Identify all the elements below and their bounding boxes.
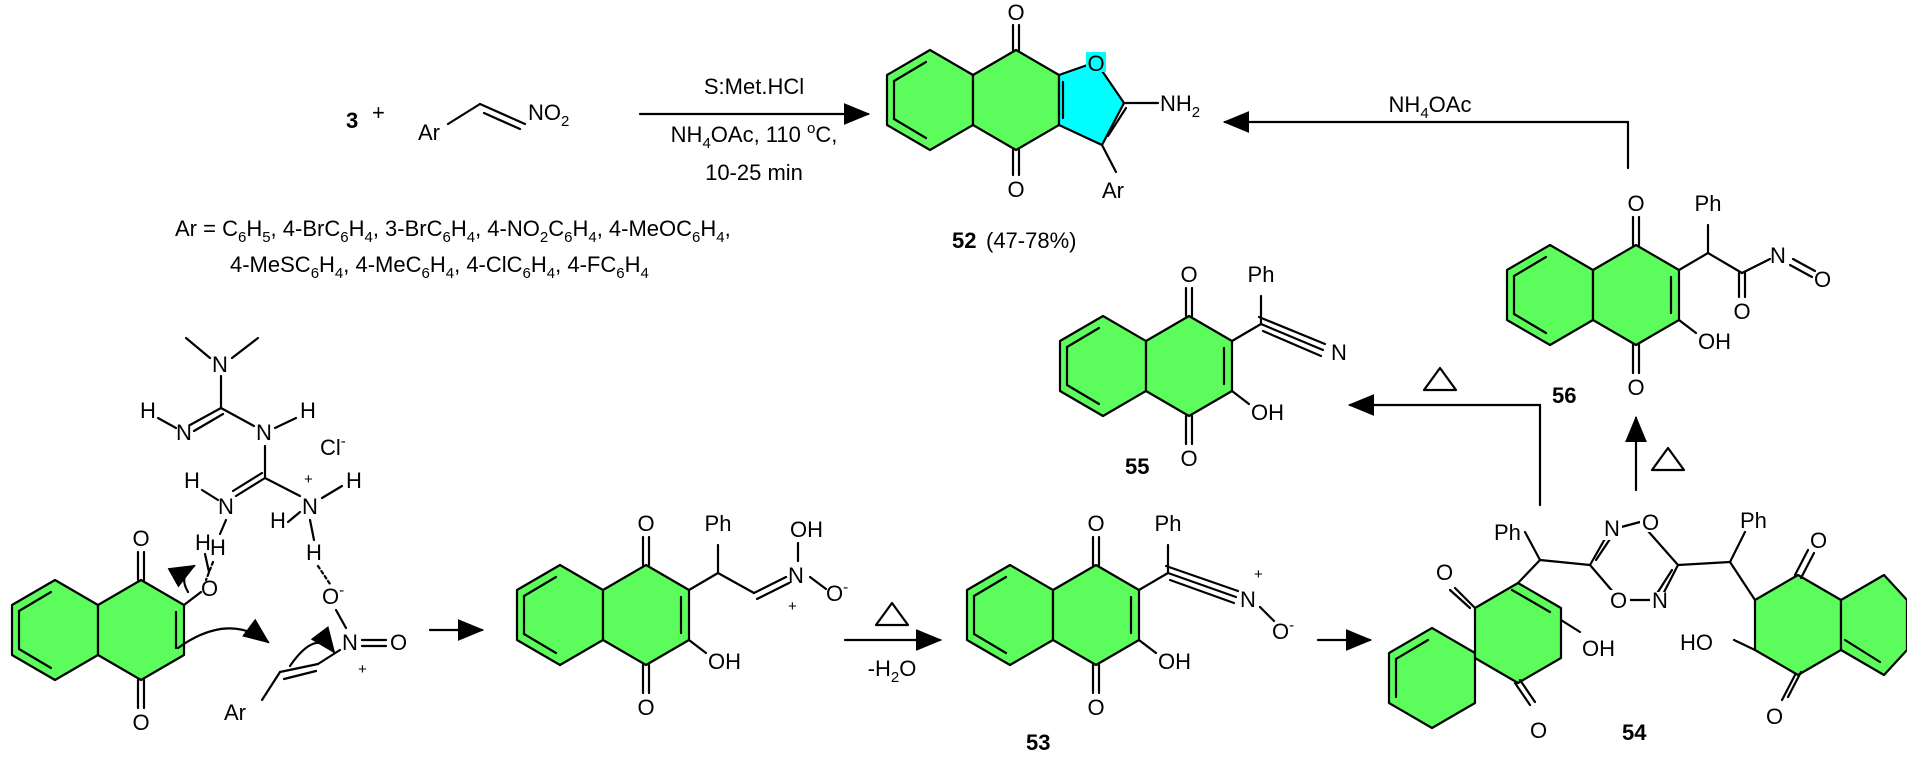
- svg-text:O: O: [390, 630, 407, 655]
- svg-text:OH: OH: [1158, 649, 1191, 674]
- reactant-3-label: 3: [346, 108, 358, 133]
- svg-text:N: N: [302, 494, 318, 519]
- compound-53-number: 53: [1026, 730, 1050, 755]
- compound-52-number: 52: [952, 228, 976, 253]
- condition-2: NH4OAc, 110 oC,: [671, 120, 838, 152]
- svg-text:N: N: [176, 420, 192, 445]
- delta-icon: [1422, 366, 1458, 392]
- svg-text:H: H: [140, 398, 156, 423]
- svg-text:N: N: [342, 630, 358, 655]
- svg-text:O: O: [1007, 177, 1024, 202]
- svg-text:O: O: [1530, 718, 1547, 743]
- svg-text:O: O: [1810, 528, 1827, 553]
- nitronic-acid-intermediate: Ph N + OH O- OH: [515, 509, 848, 722]
- delta-icon: [874, 601, 910, 627]
- ar-list-line-1: Ar = C6H5, 4-BrC6H4, 3-BrC6H4, 4-NO2C6H4…: [175, 216, 731, 246]
- svg-text:OH: OH: [790, 517, 823, 542]
- nh2-label: NH2: [1160, 91, 1200, 121]
- compound-54-number: 54: [1622, 720, 1647, 745]
- svg-text:O: O: [1436, 560, 1453, 585]
- svg-text:N: N: [1770, 243, 1786, 268]
- svg-text:H: H: [195, 530, 211, 555]
- svg-text:Ph: Ph: [1494, 520, 1521, 545]
- nitrostyrene-structure: O- N + O Ar: [224, 582, 407, 725]
- compound-52-yield: (47-78%): [986, 228, 1076, 253]
- compound-55-number: 55: [1125, 454, 1149, 479]
- ar-list-line-2: 4-MeSC6H4, 4-MeC6H4, 4-ClC6H4, 4-FC6H4: [230, 252, 649, 282]
- svg-text:O: O: [1007, 0, 1024, 25]
- svg-text:Ar: Ar: [224, 700, 246, 725]
- svg-text:Ph: Ph: [1740, 508, 1767, 533]
- condition-3: 10-25 min: [705, 160, 803, 185]
- svg-text:N: N: [1604, 516, 1620, 541]
- no2-label: NO2: [528, 100, 569, 130]
- compound-56-structure: Ph N O O OH: [1505, 189, 1831, 402]
- svg-text:N: N: [212, 352, 228, 377]
- svg-text:H: H: [270, 508, 286, 533]
- svg-text:OH: OH: [708, 649, 741, 674]
- metformin-hcl-structure: N N H N H Cl- N H H N + H H H: [140, 336, 362, 586]
- svg-text:H: H: [210, 535, 226, 560]
- plus-sign: +: [372, 100, 385, 125]
- svg-text:+: +: [304, 471, 313, 488]
- svg-text:HO: HO: [1680, 630, 1713, 655]
- svg-text:N: N: [256, 420, 272, 445]
- condition-1: S:Met.HCl: [704, 74, 804, 99]
- svg-text:N: N: [788, 563, 804, 588]
- hydroxynaphthoquinone-structure: O H: [10, 524, 218, 737]
- svg-text:OH: OH: [1582, 636, 1615, 661]
- svg-text:H: H: [346, 468, 362, 493]
- svg-text:H: H: [300, 398, 316, 423]
- svg-text:O: O: [1814, 267, 1831, 292]
- ar-label: Ar: [418, 120, 440, 145]
- svg-text:O: O: [1733, 299, 1750, 324]
- svg-text:OH: OH: [1698, 329, 1731, 354]
- svg-text:Ph: Ph: [1248, 262, 1275, 287]
- nh4oac-label: NH4OAc: [1389, 92, 1472, 122]
- svg-text:N: N: [1240, 587, 1256, 612]
- svg-text:N: N: [1331, 340, 1347, 365]
- svg-text:Ph: Ph: [1155, 511, 1182, 536]
- compound-53-structure: Ph N + O- OH: [965, 509, 1294, 722]
- svg-text:+: +: [788, 598, 797, 615]
- svg-text:N: N: [218, 494, 234, 519]
- compound-52-structure: O O O NH2 Ar: [885, 0, 1200, 203]
- svg-text:N: N: [1652, 588, 1668, 613]
- svg-text:Ph: Ph: [705, 511, 732, 536]
- svg-text:OH: OH: [1251, 400, 1284, 425]
- svg-text:O-: O-: [1272, 617, 1294, 644]
- svg-text:H: H: [184, 468, 200, 493]
- compound-55-structure: Ph N OH: [1058, 260, 1347, 473]
- compound-54-structure: O O OH Ph N O O N Ph O O H: [1387, 508, 1907, 743]
- svg-text:O: O: [201, 576, 218, 601]
- svg-text:O-: O-: [826, 579, 848, 606]
- svg-text:O-: O-: [322, 582, 344, 609]
- svg-text:H: H: [306, 540, 322, 565]
- compound-56-number: 56: [1552, 383, 1576, 408]
- svg-text:O: O: [1642, 510, 1659, 535]
- minus-h2o-label: -H2O: [868, 656, 917, 686]
- svg-text:+: +: [1254, 566, 1263, 583]
- furan-oxygen: O: [1087, 51, 1104, 76]
- svg-text:Ph: Ph: [1695, 191, 1722, 216]
- delta-icon: [1650, 446, 1686, 472]
- ar-52-label: Ar: [1102, 178, 1124, 203]
- chloride-label: Cl-: [320, 433, 346, 460]
- svg-text:O: O: [1766, 704, 1783, 729]
- svg-text:O: O: [1610, 588, 1627, 613]
- svg-text:+: +: [358, 661, 367, 678]
